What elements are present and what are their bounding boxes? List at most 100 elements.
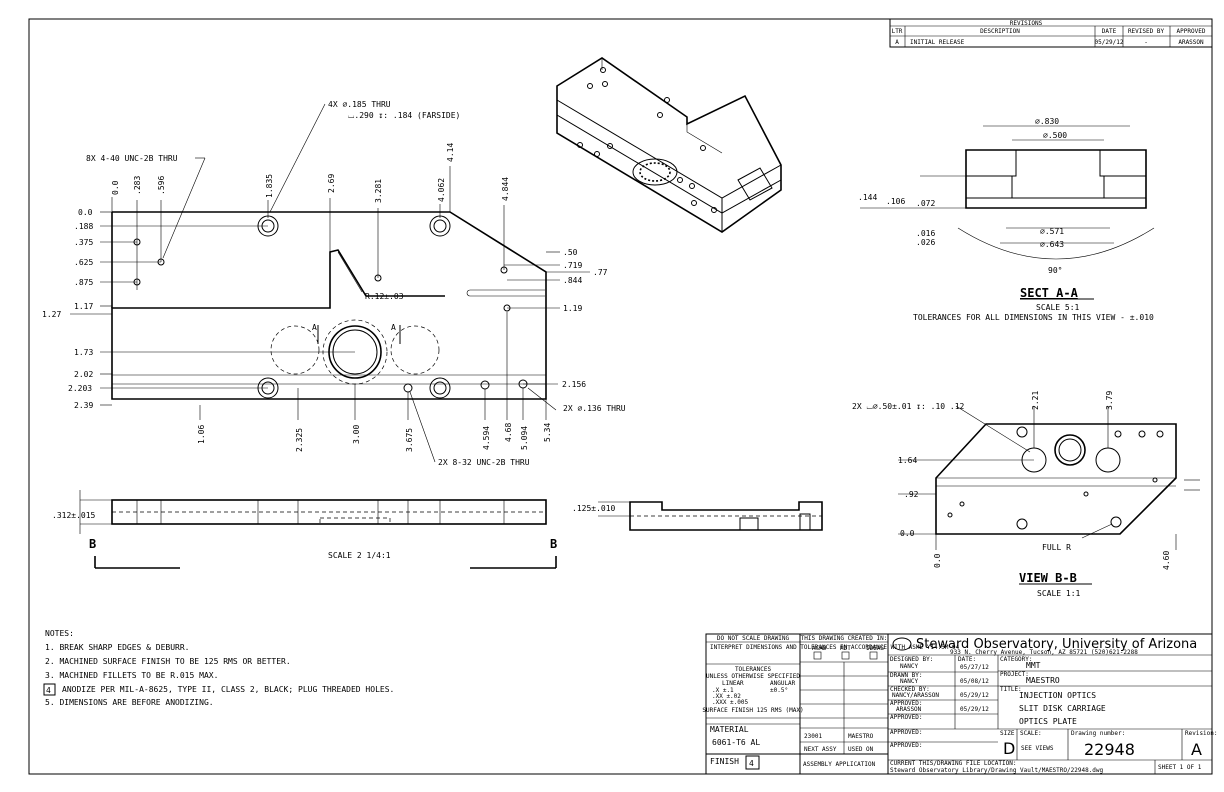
tb-dwg: 22948 bbox=[1084, 740, 1135, 759]
sect-dim-072: .072 bbox=[916, 199, 935, 208]
tb-org: Steward Observatory, University of Arizo… bbox=[916, 637, 1197, 652]
callout-2x-832: 2X 8-32 UNC-2B THRU bbox=[438, 458, 530, 467]
note-2: 2. MACHINED SURFACE FINISH TO BE 125 RMS… bbox=[45, 657, 291, 666]
dim-y-50: .50 bbox=[563, 248, 578, 257]
tb-cad-acad: ACAD bbox=[812, 645, 827, 652]
tb-size-label: SIZE bbox=[1000, 730, 1015, 737]
dim-y-2203: 2.203 bbox=[68, 384, 92, 393]
sect-dim-144: .144 bbox=[858, 193, 877, 202]
tb-date4: 05/29/12 bbox=[960, 706, 989, 713]
side-thickness: .312±.015 bbox=[52, 511, 96, 520]
dim-y-127: 1.27 bbox=[42, 310, 61, 319]
dim-x-414: 4.14 bbox=[446, 143, 455, 162]
tb-tol-xxx: .XXX ±.005 bbox=[712, 699, 749, 706]
sheet-border bbox=[28, 18, 1213, 775]
dim-b-5094: 5.094 bbox=[520, 426, 529, 450]
tb-tol-angular: ANGULAR bbox=[770, 680, 796, 687]
viewb-dim-379: 3.79 bbox=[1105, 391, 1114, 410]
viewb-title: VIEW B-B bbox=[1019, 571, 1077, 585]
viewb-dim-460: 4.60 bbox=[1162, 551, 1171, 570]
dim-x-4062: 4.062 bbox=[437, 178, 446, 202]
dim-x-0: 0.0 bbox=[111, 180, 120, 195]
tb-date1: 05/27/12 bbox=[960, 664, 989, 671]
tb-finish-flag: 4 bbox=[749, 759, 754, 768]
dim-b-468: 4.68 bbox=[504, 423, 513, 442]
tb-material: 6061-T6 AL bbox=[712, 738, 760, 747]
tb-tol-x: .X ±.1 bbox=[712, 687, 734, 694]
rev-row-revised-by: - bbox=[1144, 39, 1148, 46]
dim-b-3675: 3.675 bbox=[405, 428, 414, 452]
viewb-dim-164: 1.64 bbox=[898, 456, 917, 465]
tb-cad-mdt: MDT bbox=[840, 645, 851, 652]
tb-approved2-label: APPROVED: bbox=[890, 714, 923, 721]
section-a-marker-left: A bbox=[312, 323, 317, 332]
sect-dim-016: .016 bbox=[916, 229, 935, 238]
section-a-marker-right: A bbox=[391, 323, 396, 332]
dim-x-269: 2.69 bbox=[327, 174, 336, 193]
callout-counterbore: ⌴.290 ↧: .184 (FARSIDE) bbox=[348, 111, 460, 120]
tb-category: MMT bbox=[1026, 661, 1041, 670]
section-a-view: ⌀.830 ⌀.500 .144 .106 .072 .016 .026 ⌀.5… bbox=[858, 117, 1155, 322]
section-b-marker-left: B bbox=[89, 537, 96, 551]
notes-heading: NOTES: bbox=[45, 629, 74, 638]
tb-assembly-app: ASSEMBLY APPLICATION bbox=[803, 761, 876, 768]
tb-approved-label: APPROVED: bbox=[890, 700, 923, 707]
tb-project: MAESTRO bbox=[1026, 676, 1060, 685]
viewb-callout: 2X ⌴⌀.50±.01 ↧: .10 .12 bbox=[852, 402, 965, 411]
view-b-view: 1.64 .92 0.0 0.0 2.21 3.79 4.60 FULL R 2… bbox=[852, 391, 1200, 598]
note-5: 5. DIMENSIONS ARE BEFORE ANODIZING. bbox=[45, 698, 214, 707]
note-4-flag: 4 bbox=[46, 686, 51, 695]
side-scale: SCALE 2 1/4:1 bbox=[328, 551, 391, 560]
tb-date2: 05/08/12 bbox=[960, 678, 989, 685]
dim-y-0: 0.0 bbox=[78, 208, 93, 217]
end-thickness: .125±.010 bbox=[572, 504, 616, 513]
tb-drawing-created: THIS DRAWING CREATED IN: bbox=[801, 635, 888, 642]
dim-y-202: 2.02 bbox=[74, 370, 93, 379]
tb-do-not-scale: DO NOT SCALE DRAWING bbox=[717, 635, 790, 642]
tb-designed: NANCY bbox=[900, 663, 918, 670]
dim-b-300: 3.00 bbox=[352, 425, 361, 444]
rev-col-description: DESCRIPTION bbox=[980, 28, 1020, 35]
dim-y-239: 2.39 bbox=[74, 401, 93, 410]
dim-y-77: .77 bbox=[593, 268, 608, 277]
tb-cad-ideas: IDEAS bbox=[866, 645, 884, 652]
tb-tolerances-sub: UNLESS OTHERWISE SPECIFIED bbox=[706, 673, 800, 680]
tb-tolerances: TOLERANCES bbox=[735, 666, 772, 673]
rev-row-description: INITIAL RELEASE bbox=[910, 39, 965, 46]
sect-dim-571: ⌀.571 bbox=[1040, 227, 1064, 236]
dim-x-1835: 1.835 bbox=[265, 174, 274, 198]
viewb-full-r: FULL R bbox=[1042, 543, 1071, 552]
callout-8x-tapped: 8X 4-40 UNC-2B THRU bbox=[86, 154, 178, 163]
rev-col-approved: APPROVED bbox=[1177, 28, 1206, 35]
tb-material-label: MATERIAL bbox=[710, 725, 749, 734]
sect-dim-106: .106 bbox=[886, 197, 905, 206]
tb-approved: ARASSON bbox=[896, 706, 922, 713]
tb-designed-label: DESIGNED BY: bbox=[890, 656, 933, 663]
tb-date3: 05/29/12 bbox=[960, 692, 989, 699]
viewb-scale: SCALE 1:1 bbox=[1037, 589, 1081, 598]
rev-row-ltr: A bbox=[895, 39, 899, 46]
callout-2x-136: 2X ⌀.136 THRU bbox=[563, 404, 626, 413]
dim-y-173: 1.73 bbox=[74, 348, 93, 357]
dim-b-106: 1.06 bbox=[197, 425, 206, 444]
rev-row-date: 05/29/12 bbox=[1095, 39, 1124, 46]
viewb-dim-92: .92 bbox=[904, 490, 919, 499]
tb-cad-file: Steward Observatory Library/Drawing Vaul… bbox=[890, 767, 1104, 774]
tb-dwg-label: Drawing number: bbox=[1071, 730, 1125, 737]
dim-y-719: .719 bbox=[563, 261, 582, 270]
tb-used-on-label: USED ON bbox=[848, 746, 874, 753]
tb-next-assy-proj: MAESTRO bbox=[848, 733, 874, 740]
tb-scale-label: SCALE: bbox=[1020, 730, 1042, 737]
note-4: ANODIZE PER MIL-A-8625, TYPE II, CLASS 2… bbox=[62, 685, 394, 694]
note-1: 1. BREAK SHARP EDGES & DEBURR. bbox=[45, 643, 190, 652]
tb-checked-label: CHECKED BY: bbox=[890, 686, 930, 693]
tb-rev-label: Revision: bbox=[1185, 730, 1218, 737]
tb-drawn: NANCY bbox=[900, 678, 918, 685]
sect-dim-643: ⌀.643 bbox=[1040, 240, 1064, 249]
rev-col-revised-by: REVISED BY bbox=[1128, 28, 1165, 35]
tb-address: 933 N. Cherry Avenue, Tucson, AZ 85721 (… bbox=[950, 649, 1138, 656]
tb-interpret: INTERPRET DIMENSIONS AND TOLERANCES IN A… bbox=[710, 644, 960, 651]
dim-y-117: 1.17 bbox=[74, 302, 93, 311]
tb-title-line-1: INJECTION OPTICS bbox=[1019, 691, 1096, 700]
tb-next-assy-num: 23001 bbox=[804, 733, 822, 740]
